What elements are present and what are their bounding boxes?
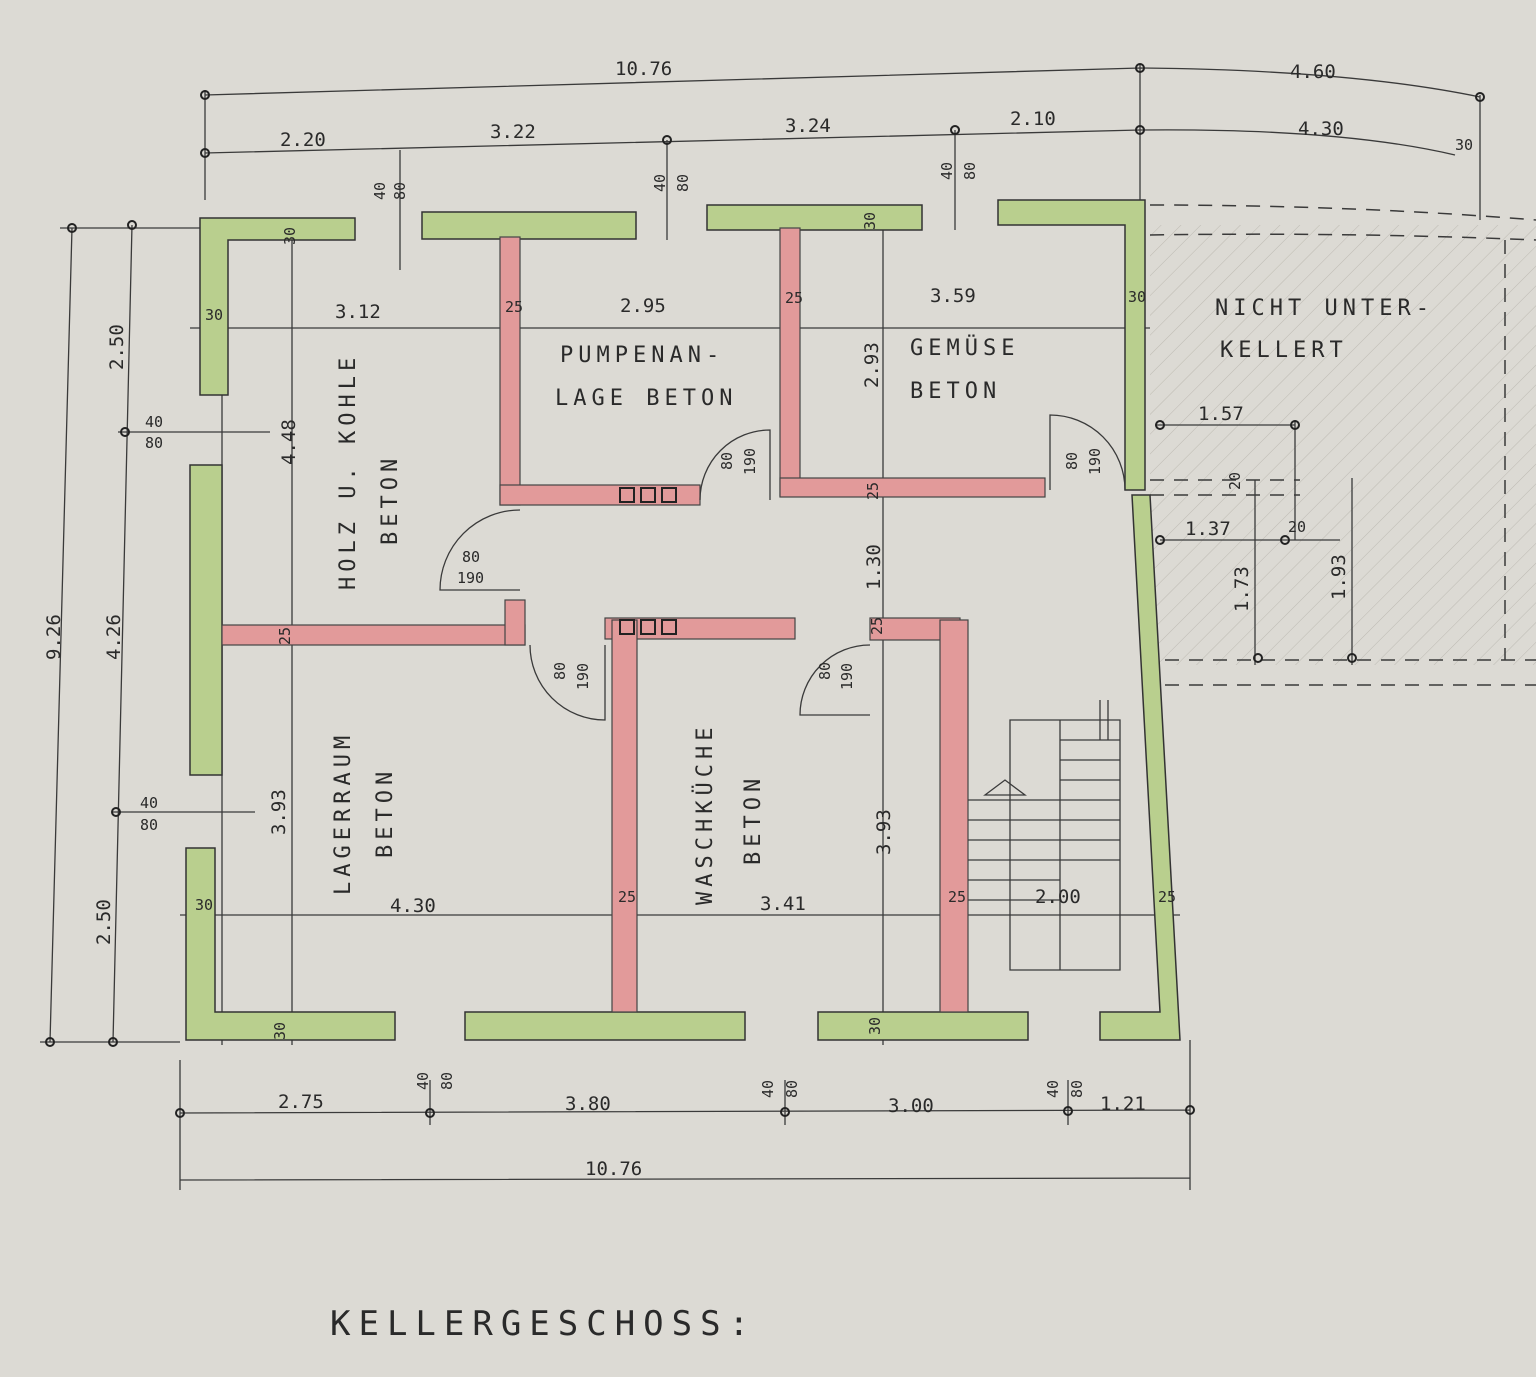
svg-text:80: 80 [783, 1080, 801, 1098]
svg-text:40: 40 [759, 1080, 777, 1098]
svg-text:80: 80 [961, 162, 979, 180]
dim-top-4: 2.10 [1010, 108, 1056, 130]
dim-left-3: 2.50 [93, 899, 115, 945]
dim-room-lager-width: 4.30 [390, 895, 436, 917]
dim-top-2: 3.22 [490, 121, 536, 143]
chimney-vents [619, 487, 677, 635]
svg-text:25: 25 [948, 888, 966, 906]
svg-text:80: 80 [816, 662, 834, 680]
room-nicht-unterkellert-line2: KELLERT [1220, 338, 1348, 363]
svg-text:40: 40 [1044, 1080, 1062, 1098]
svg-text:40: 40 [145, 413, 163, 431]
svg-text:25: 25 [618, 888, 636, 906]
room-holz-kohle-line2: BETON [378, 454, 403, 545]
staircase [968, 700, 1121, 971]
dim-h-wasch: 3.93 [873, 809, 895, 855]
svg-text:25: 25 [864, 482, 882, 500]
dim-h-flur: 1.30 [863, 544, 885, 590]
svg-text:30: 30 [866, 1017, 884, 1035]
dim-h-gemuese: 2.93 [861, 342, 883, 388]
svg-text:30: 30 [281, 227, 299, 245]
room-pumpenanlage-line2: LAGE BETON [555, 386, 737, 411]
interior-walls [221, 227, 1046, 1013]
dim-h-lager: 3.93 [268, 789, 290, 835]
svg-text:80: 80 [140, 816, 158, 834]
svg-text:80: 80 [551, 662, 569, 680]
svg-text:30: 30 [861, 212, 879, 230]
dim-top-right: 4.30 [1298, 118, 1344, 140]
room-nicht-unterkellert-line1: NICHT UNTER- [1215, 296, 1434, 321]
dim-room-wasch-width: 3.41 [760, 893, 806, 915]
svg-text:190: 190 [838, 663, 856, 690]
dim-r-173: 1.73 [1231, 566, 1253, 612]
svg-text:25: 25 [785, 289, 803, 307]
svg-text:40: 40 [938, 162, 956, 180]
dim-top-right-wall: 30 [1455, 136, 1473, 154]
svg-text:25: 25 [505, 298, 523, 316]
svg-text:80: 80 [1063, 452, 1081, 470]
svg-text:40: 40 [371, 182, 389, 200]
svg-text:30: 30 [205, 306, 223, 324]
svg-text:80: 80 [674, 174, 692, 192]
room-waschkueche-line2: BETON [741, 774, 766, 865]
dimension-lines [40, 65, 1536, 1190]
dim-left-2: 4.26 [103, 614, 125, 660]
svg-text:20: 20 [1288, 518, 1306, 536]
room-pumpenanlage-line1: PUMPENAN- [560, 343, 724, 368]
dim-left-1: 2.50 [106, 324, 128, 370]
dim-top-1: 2.20 [280, 129, 326, 151]
svg-text:80: 80 [462, 548, 480, 566]
svg-text:80: 80 [438, 1072, 456, 1090]
svg-text:40: 40 [140, 794, 158, 812]
dim-top-total: 10.76 [615, 58, 672, 80]
dim-r-193: 1.93 [1328, 554, 1350, 600]
dim-r-157: 1.57 [1198, 403, 1244, 425]
room-lagerraum-line2: BETON [373, 767, 398, 858]
dim-bottom-1: 2.75 [278, 1091, 324, 1113]
door-swings [439, 414, 1126, 721]
room-lagerraum-line1: LAGERRAUM [331, 731, 356, 895]
svg-text:190: 190 [574, 663, 592, 690]
svg-text:80: 80 [1068, 1080, 1086, 1098]
dim-h-holz: 4.48 [278, 419, 300, 465]
dim-r-137: 1.37 [1185, 518, 1231, 540]
svg-text:190: 190 [1086, 448, 1104, 475]
room-gemuese-line2: BETON [910, 379, 1001, 404]
room-waschkueche-line1: WASCHKÜCHE [692, 723, 718, 905]
dim-room-pumpen-width: 2.95 [620, 295, 666, 317]
svg-text:190: 190 [741, 448, 759, 475]
svg-text:80: 80 [718, 452, 736, 470]
svg-text:80: 80 [145, 434, 163, 452]
room-holz-kohle-line1: HOLZ U. KOHLE [336, 353, 361, 590]
wall-thickness-labels: 30 30 30 30 30 30 30 25 25 25 25 25 25 2… [195, 212, 1306, 1040]
dim-left-total: 9.26 [43, 614, 65, 660]
room-gemuese-line1: GEMÜSE [910, 335, 1019, 361]
dim-stair-width: 2.00 [1035, 886, 1081, 908]
dim-bottom-4: 1.21 [1100, 1093, 1146, 1115]
dim-top-3: 3.24 [785, 115, 831, 137]
dim-bottom-total: 10.76 [585, 1158, 642, 1180]
svg-text:25: 25 [1158, 888, 1176, 906]
dim-room-holz-width: 3.12 [335, 301, 381, 323]
svg-text:30: 30 [271, 1022, 289, 1040]
dimension-dots [45, 63, 1485, 1118]
dim-top-right-total: 4.60 [1290, 61, 1336, 83]
svg-text:30: 30 [195, 896, 213, 914]
svg-text:25: 25 [868, 617, 886, 635]
svg-text:80: 80 [391, 182, 409, 200]
svg-text:40: 40 [651, 174, 669, 192]
dim-bottom-2: 3.80 [565, 1093, 611, 1115]
unexcavated-area-hatch [1150, 225, 1536, 665]
svg-text:25: 25 [276, 627, 294, 645]
svg-text:40: 40 [414, 1072, 432, 1090]
dim-bottom-3: 3.00 [888, 1095, 934, 1117]
drawing-title: KELLERGESCHOSS: [330, 1304, 757, 1344]
exterior-walls [185, 199, 1181, 1041]
svg-text:30: 30 [1128, 288, 1146, 306]
svg-text:20: 20 [1226, 472, 1244, 490]
dim-room-gemuese-width: 3.59 [930, 285, 976, 307]
svg-text:190: 190 [457, 569, 484, 587]
